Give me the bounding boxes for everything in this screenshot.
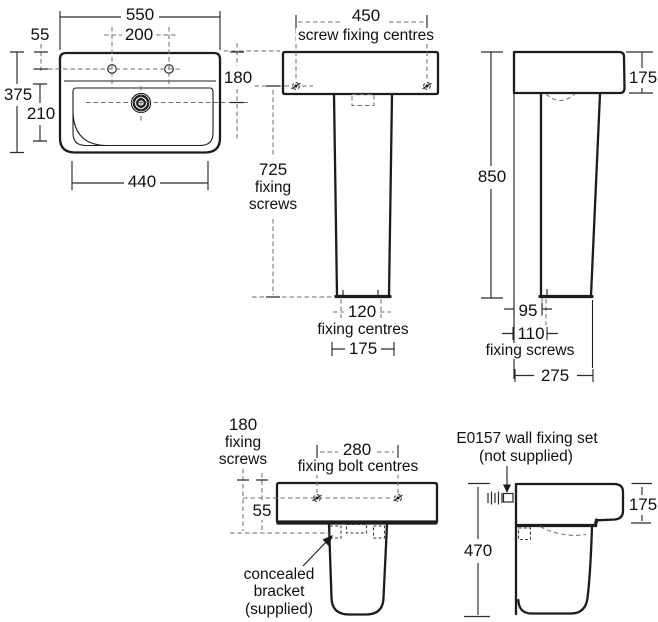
bracket-note-1: concealed (241, 565, 317, 584)
dim-725-ticks (266, 85, 280, 298)
semi-pedestal-front-view (230, 445, 439, 616)
wall-fixing-note-1: E0157 wall fixing set (454, 429, 600, 448)
pedestal-side-outline (539, 92, 602, 297)
bracket-dashed-left (329, 525, 342, 539)
bracket-leader-line (302, 539, 329, 567)
dim-110 (502, 327, 558, 340)
bracket-dashed-side (517, 527, 532, 541)
wall-fixing-arrowhead (503, 484, 511, 493)
waste-hole-inner (136, 98, 146, 108)
plan-tap-centres-label: 200 (122, 25, 156, 45)
semi-front-fixing-screws-value: 180 (226, 415, 260, 435)
screw-symbol-right (422, 82, 432, 90)
bowl-dashed-profile (539, 526, 587, 536)
bracket-note-2: bracket (251, 582, 307, 601)
dim-850 (481, 51, 503, 299)
screw-symbol-left (291, 82, 301, 90)
dim-280-ticks (316, 445, 399, 458)
plan-waste-offset-label: 180 (221, 68, 255, 88)
plan-tap-offset-label: 55 (28, 25, 52, 45)
basin-underside-step (515, 518, 599, 528)
side-overall-depth-label: 275 (538, 366, 572, 386)
side-overall-height-label: 850 (475, 167, 509, 187)
plan-bowl-depth-label: 210 (24, 104, 58, 124)
basin-side-outline-2 (514, 482, 625, 522)
front-fixing-screws-value: 725 (256, 160, 290, 180)
basin-front-outline (281, 50, 440, 96)
front-fixing-screws-label-1: fixing (252, 178, 294, 197)
dim-470 (464, 482, 490, 618)
plan-bowl-width-label: 440 (125, 172, 159, 192)
semi-pedestal-side-view (464, 466, 652, 618)
dim-175-base (331, 342, 395, 356)
front-view (247, 15, 440, 356)
semi-front-offset-label: 55 (250, 501, 274, 521)
basin-front-outline-2 (275, 481, 439, 523)
side-fixing-screws-value: 110 (515, 324, 547, 344)
dim-175-basin-2 (631, 482, 652, 524)
semi-front-bolt-centres-value: 280 (340, 440, 374, 460)
semi-side-height-label: 470 (461, 541, 495, 561)
bracket-note-3: (supplied) (242, 600, 316, 619)
basin-bowl-outline (72, 87, 214, 147)
basin-side-outline (512, 50, 626, 95)
bracket-dashed-right (372, 525, 386, 539)
semi-front-bolt-centres-label: fixing bolt centres (295, 457, 421, 476)
semi-side-basin-depth-label: 175 (626, 495, 658, 515)
front-screw-centres-label: screw fixing centres (295, 26, 437, 45)
overflow-slot-dashed (351, 93, 375, 107)
dim-440 (71, 161, 209, 190)
side-view (481, 50, 653, 382)
wall-fixing-screw-icon (487, 491, 514, 505)
bolt-symbol-right (393, 494, 403, 502)
plan-view (10, 11, 280, 190)
dim-375 (10, 51, 24, 154)
side-fixing-screws-label: fixing screws (483, 341, 577, 360)
front-fixing-screws-label-2: screws (246, 195, 300, 214)
semi-front-fixing-screws-label-2: screws (216, 450, 270, 469)
wall-fixing-note-2: (not supplied) (477, 447, 575, 466)
side-setback-label: 95 (516, 301, 540, 321)
dim-275 (514, 369, 594, 382)
dim-180-ticks (230, 51, 244, 104)
plan-overall-width-label: 550 (123, 5, 157, 25)
front-fixing-centres-value: 120 (345, 302, 379, 322)
pedestal-front-outline (332, 92, 394, 297)
plan-overall-depth-label: 375 (1, 85, 35, 105)
semi-pedestal-side-outline (517, 525, 594, 615)
basin-rim-outline (58, 51, 222, 154)
semi-pedestal-outline (327, 523, 389, 616)
bracket-leader-arrowhead (322, 535, 333, 546)
front-base-width-label: 175 (346, 339, 380, 359)
dim-210 (33, 83, 47, 142)
semi-front-fixing-screws-label-1: fixing (222, 433, 264, 452)
bowl-corner-curve (72, 112, 107, 147)
dim-450-ticks (295, 15, 428, 29)
pedestal-top-dashed-arc (545, 93, 576, 102)
dim-55-ticks (34, 51, 48, 70)
front-screw-centres-value: 450 (349, 6, 383, 26)
dim-175-basin (626, 51, 653, 94)
dim-95 (504, 303, 552, 315)
dim-550 (59, 11, 221, 50)
front-fixing-centres-label: fixing centres (315, 320, 411, 339)
side-basin-height-label: 175 (626, 68, 658, 88)
bracket-dashed-centre (345, 523, 368, 534)
bolt-symbol-left (312, 494, 322, 502)
